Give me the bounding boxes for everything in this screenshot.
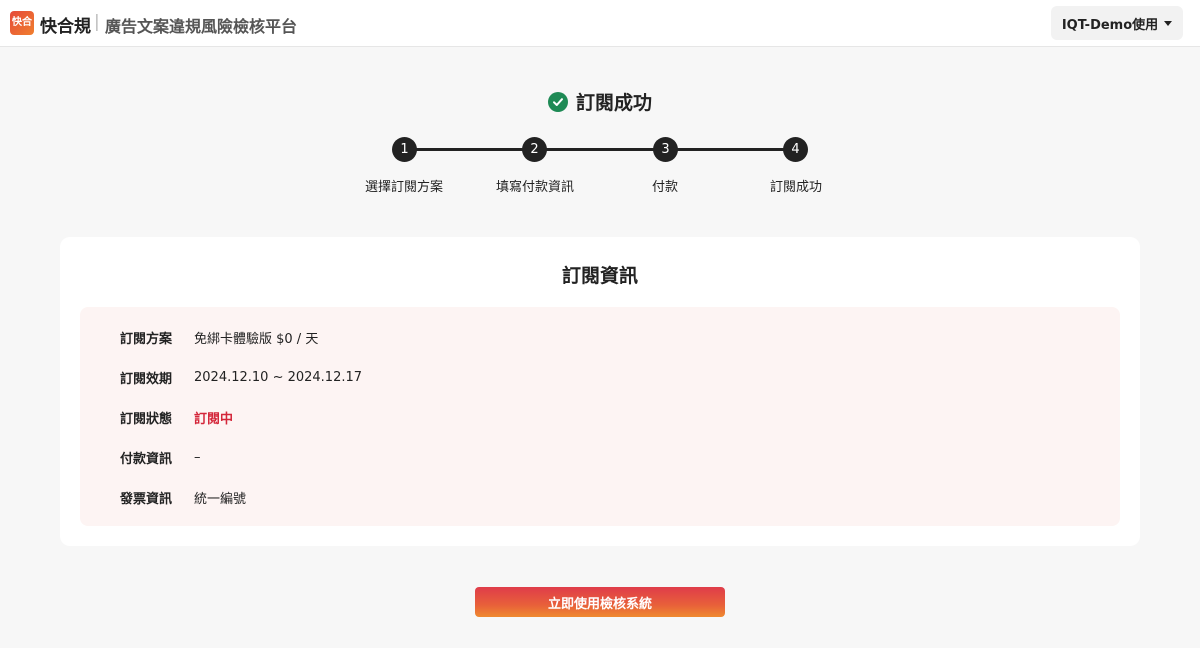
status-label: 訂閱狀態 — [120, 411, 173, 427]
success-heading: 訂閱成功 — [0, 88, 1200, 115]
invoice-label: 發票資訊 — [120, 491, 173, 507]
step-4-label: 訂閱成功 — [769, 180, 822, 195]
logo-icon[interactable]: 快合 — [10, 11, 34, 35]
steps-progress-line — [404, 148, 796, 151]
status-value: 訂閱中 — [194, 411, 234, 427]
plan-value: 免綁卡體驗版 $0 / 天 — [194, 331, 319, 347]
step-2-circle: 2 — [522, 137, 547, 162]
period-label: 訂閱效期 — [120, 371, 173, 387]
info-row-plan: 訂閱方案 免綁卡體驗版 $0 / 天 — [80, 327, 1120, 347]
info-row-status: 訂閱狀態 訂閱中 — [80, 407, 1120, 427]
invoice-value: 統一編號 — [194, 491, 247, 507]
payment-label: 付款資訊 — [120, 451, 173, 467]
step-4-circle: 4 — [783, 137, 808, 162]
card-title: 訂閱資訊 — [561, 265, 638, 287]
step-3-label: 付款 — [651, 180, 678, 195]
brand-subtitle: 廣告文案違規風險檢核平台 — [105, 17, 298, 36]
period-value: 2024.12.10 ~ 2024.12.17 — [194, 369, 363, 385]
info-row-period: 訂閱效期 2024.12.10 ~ 2024.12.17 — [80, 367, 1120, 387]
step-2-label: 填寫付款資訊 — [495, 180, 574, 195]
step-1-circle: 1 — [392, 137, 417, 162]
step-1-label: 選擇訂閱方案 — [364, 180, 443, 195]
brand-separator: | — [94, 12, 100, 32]
plan-label: 訂閱方案 — [120, 331, 173, 347]
subscription-info-card: 訂閱資訊 訂閱方案 免綁卡體驗版 $0 / 天 訂閱效期 2024.12.10 … — [60, 237, 1140, 546]
info-row-payment: 付款資訊 – — [80, 447, 1120, 467]
payment-value: – — [194, 449, 201, 465]
user-menu-label: IQT-Demo使用 — [1061, 17, 1159, 33]
check-circle-icon — [547, 91, 568, 112]
info-row-invoice: 發票資訊 統一編號 — [80, 487, 1120, 507]
top-header: 快合 快合規 | 廣告文案違規風險檢核平台 IQT-Demo使用 — [0, 0, 1200, 47]
brand-name[interactable]: 快合規 — [40, 17, 91, 37]
subscription-details: 訂閱方案 免綁卡體驗版 $0 / 天 訂閱效期 2024.12.10 ~ 202… — [80, 307, 1120, 526]
start-using-button[interactable]: 立即使用檢核系統 — [475, 587, 725, 617]
caret-down-icon — [1164, 20, 1173, 26]
success-title-text: 訂閱成功 — [575, 92, 652, 114]
step-3-circle: 3 — [653, 137, 678, 162]
user-menu-dropdown[interactable]: IQT-Demo使用 — [1051, 6, 1183, 40]
